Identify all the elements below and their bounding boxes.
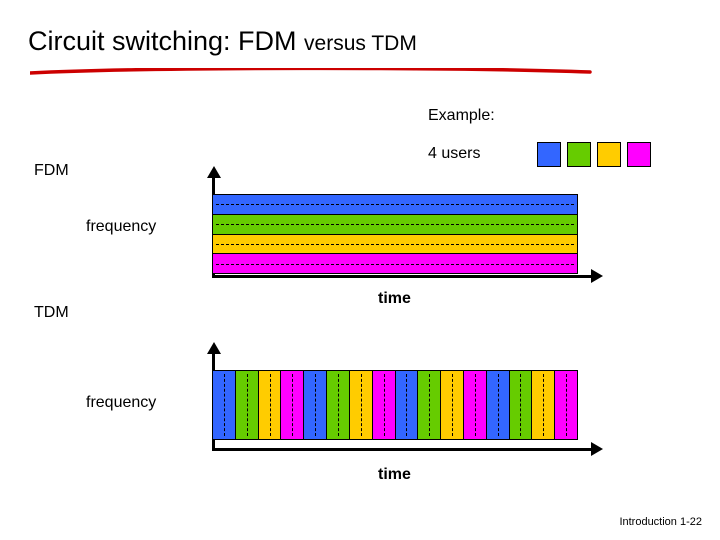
fdm-time-axis: [212, 275, 592, 278]
tdm-slot: [486, 371, 510, 439]
legend-swatch-user1: [537, 142, 561, 167]
tdm-slot-chart: [212, 370, 578, 440]
tdm-slot: [304, 371, 328, 439]
legend: [537, 142, 651, 167]
legend-swatch-user3: [597, 142, 621, 167]
fdm-band-user2: [213, 214, 577, 235]
example-label: Example:: [428, 107, 495, 124]
section-label-fdm: FDM: [34, 162, 69, 179]
tdm-time-axis: [212, 448, 592, 451]
tdm-slot: [213, 371, 236, 439]
section-label-tdm: TDM: [34, 304, 69, 321]
tdm-frequency-axis-arrow: [207, 342, 221, 354]
fdm-band-user4: [213, 254, 577, 273]
fdm-frequency-axis-arrow: [207, 166, 221, 178]
tdm-slot: [258, 371, 282, 439]
tdm-slot: [441, 371, 464, 439]
fdm-band-user3: [213, 234, 577, 255]
tdm-slot: [418, 371, 442, 439]
title-underline-decoration: [30, 68, 592, 75]
slide-footer: Introduction 1-22: [619, 516, 702, 528]
tdm-time-axis-arrow: [591, 442, 603, 456]
fdm-frequency-axis-label: frequency: [86, 218, 157, 235]
page-title: Circuit switching: FDM versus TDM: [28, 26, 692, 57]
legend-swatch-user2: [567, 142, 591, 167]
tdm-slot: [532, 371, 556, 439]
tdm-slot: [463, 371, 487, 439]
tdm-slot: [555, 371, 577, 439]
tdm-slot: [395, 371, 419, 439]
fdm-band-user1: [213, 195, 577, 215]
tdm-slot: [349, 371, 373, 439]
page-title-main: Circuit switching: FDM: [28, 26, 305, 56]
tdm-time-axis-label: time: [378, 466, 411, 483]
legend-swatch-user4: [627, 142, 651, 167]
tdm-slot: [281, 371, 305, 439]
fdm-band-chart: [212, 194, 578, 274]
tdm-frequency-axis-label: frequency: [86, 394, 157, 411]
page-title-suffix: versus TDM: [304, 32, 417, 55]
tdm-slot: [235, 371, 259, 439]
tdm-slot: [372, 371, 396, 439]
tdm-slot: [327, 371, 350, 439]
tdm-slot: [509, 371, 533, 439]
fdm-time-axis-label: time: [378, 290, 411, 307]
users-label: 4 users: [428, 145, 481, 162]
fdm-time-axis-arrow: [591, 269, 603, 283]
